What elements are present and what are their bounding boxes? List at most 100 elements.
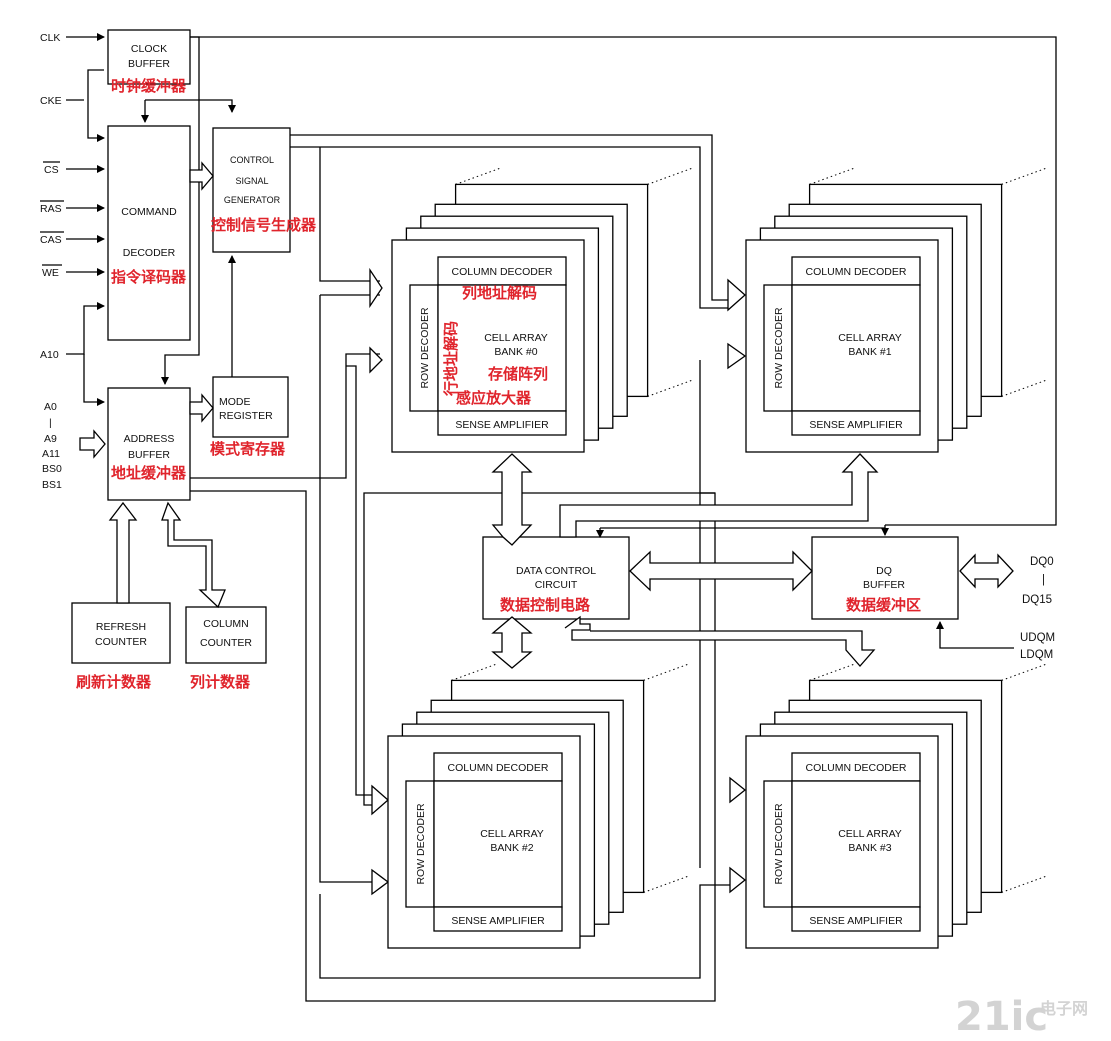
bank-3-cell-array-label: CELL ARRAY bbox=[838, 828, 902, 840]
bank2-dcc-arrow bbox=[491, 616, 533, 669]
refresh-to-addr-arrow bbox=[108, 501, 138, 604]
refresh-counter-label-2: COUNTER bbox=[95, 636, 147, 648]
cas-label: CAS bbox=[40, 234, 62, 246]
dcc-cn: 数据控制电路 bbox=[500, 596, 591, 614]
bank-2-column-decoder-label: COLUMN DECODER bbox=[448, 762, 549, 774]
bank-3-sense-amplifier-label: SENSE AMPLIFIER bbox=[809, 915, 903, 927]
bus-arrow-bank1-a bbox=[727, 278, 746, 312]
bus-arrow-bank0-a bbox=[369, 267, 383, 309]
udqm-label: UDQM bbox=[1020, 632, 1055, 644]
bank-2-cell-array-label: CELL ARRAY bbox=[480, 828, 544, 840]
we-label: WE bbox=[42, 267, 59, 279]
dq-buffer-label-2: BUFFER bbox=[863, 579, 905, 591]
input-pins: CLK CKE CS RAS CAS WE A10 A0 | A9 A11 BS… bbox=[40, 32, 106, 491]
watermark-text: 21ic bbox=[955, 994, 1048, 1040]
cke-label: CKE bbox=[40, 95, 62, 107]
dq-buffer-label-1: DQ bbox=[876, 565, 892, 577]
control-wiring bbox=[108, 36, 1057, 609]
bank-3-edge-2 bbox=[1001, 663, 1046, 681]
bank0-dcc-arrow bbox=[491, 453, 533, 546]
bank0-sense-amplifier-cn: 感应放大器 bbox=[456, 389, 532, 407]
dq-buffer: DQ BUFFER 数据缓冲区 DQ0 | DQ15 UDQM LDQM bbox=[811, 536, 1055, 661]
dcc-label-1: DATA CONTROL bbox=[516, 565, 596, 577]
command-decoder-cn: 指令译码器 bbox=[111, 268, 187, 286]
bank-0-row-decoder-label: ROW DECODER bbox=[419, 307, 431, 389]
clock-buffer-label-1: CLOCK bbox=[131, 43, 167, 55]
decoder-to-csg-arrow bbox=[189, 161, 214, 191]
bank-0-column-decoder-label: COLUMN DECODER bbox=[452, 266, 553, 278]
csg-label-2: SIGNAL bbox=[235, 176, 268, 186]
bus-arrow-bank3-a bbox=[729, 776, 747, 804]
bank0-cell-array-cn: 存储阵列 bbox=[488, 365, 548, 383]
watermark-logo: 21ic 电子网 bbox=[955, 994, 1088, 1040]
dq-io-arrow bbox=[959, 553, 1014, 589]
bank-2-row-decoder bbox=[405, 780, 435, 908]
address-bus bbox=[190, 134, 747, 1002]
ras-label: RAS bbox=[40, 203, 62, 215]
dq-buffer-cn: 数据缓冲区 bbox=[846, 596, 921, 614]
bank-1-row-decoder-label: ROW DECODER bbox=[773, 307, 785, 389]
command-decoder: COMMAND DECODER 指令译码器 bbox=[107, 125, 191, 341]
control-signal-generator: CONTROL SIGNAL GENERATOR 控制信号生成器 bbox=[211, 127, 317, 253]
bank-1-edge-1 bbox=[809, 167, 854, 185]
refresh-counter-cn: 刷新计数器 bbox=[76, 673, 152, 691]
address-buffer-cn: 地址缓冲器 bbox=[111, 464, 187, 482]
bus-arrow-bank2-b bbox=[371, 784, 389, 816]
a0-label: A0 bbox=[44, 401, 57, 413]
bank-3-sense-amplifier bbox=[791, 906, 921, 932]
bank0-row-decoder-cn: 行地址解码 bbox=[442, 321, 460, 397]
bank-2-row-decoder-label: ROW DECODER bbox=[415, 803, 427, 885]
address-input-arrow bbox=[79, 429, 106, 459]
clock-buffer: CLOCK BUFFER 时钟缓冲器 bbox=[107, 29, 191, 95]
banks-layer: COLUMN DECODER SENSE AMPLIFIER CELL ARRAY B… bbox=[387, 167, 1046, 949]
bank-0-cell-array-label: CELL ARRAY bbox=[484, 332, 548, 344]
bus-arrow-bank1-b bbox=[727, 342, 747, 370]
dq0-label: DQ0 bbox=[1030, 556, 1054, 568]
bank-3-edge-1 bbox=[809, 663, 854, 681]
bank-2-column-decoder bbox=[433, 752, 563, 782]
address-buffer: ADDRESS BUFFER 地址缓冲器 bbox=[107, 387, 191, 501]
cs-label: CS bbox=[44, 164, 59, 176]
bank3-dcc-arrow bbox=[564, 615, 876, 667]
csg-label-3: GENERATOR bbox=[224, 195, 281, 205]
column-counter-arrow bbox=[161, 501, 226, 609]
bank-1-cell-array bbox=[791, 284, 921, 412]
address-buffer-label-2: BUFFER bbox=[128, 449, 170, 461]
bank-2-sense-amplifier bbox=[433, 906, 563, 932]
mode-register-cn: 模式寄存器 bbox=[210, 440, 286, 458]
bs1-label: BS1 bbox=[42, 479, 62, 491]
bank-2-edge-1 bbox=[451, 663, 496, 681]
dq15-label: DQ15 bbox=[1022, 594, 1052, 606]
bank-3-bank-label: BANK #3 bbox=[848, 842, 891, 854]
bs0-label: BS0 bbox=[42, 463, 62, 475]
bank-1-edge-2 bbox=[1001, 167, 1046, 185]
a11-label: A11 bbox=[42, 448, 60, 460]
bank-1-row-decoder bbox=[763, 284, 793, 412]
bank-2-edge-3 bbox=[643, 875, 688, 893]
bank-3-column-decoder bbox=[791, 752, 921, 782]
ldqm-label: LDQM bbox=[1020, 649, 1053, 661]
bank-0-row-decoder bbox=[409, 284, 439, 412]
dcc-dq-arrow bbox=[629, 550, 813, 592]
column-counter-label-1: COLUMN bbox=[203, 618, 249, 630]
column-counter-label-2: COUNTER bbox=[200, 637, 252, 649]
bank-1-bank-label: BANK #1 bbox=[848, 346, 891, 358]
bank-2-sense-amplifier-label: SENSE AMPLIFIER bbox=[451, 915, 545, 927]
bank-1-column-decoder-label: COLUMN DECODER bbox=[806, 266, 907, 278]
column-counter: COLUMN COUNTER 列计数器 bbox=[185, 606, 267, 691]
address-buffer-label-1: ADDRESS bbox=[124, 433, 175, 445]
bank-2-edge-2 bbox=[643, 663, 688, 681]
command-decoder-label-2: DECODER bbox=[123, 247, 176, 259]
csg-label-1: CONTROL bbox=[230, 155, 274, 165]
bus-arrow-bank2-a bbox=[371, 868, 390, 896]
clk-label: CLK bbox=[40, 32, 60, 44]
bank-1-sense-amplifier bbox=[791, 410, 921, 436]
bank-1-sense-amplifier-label: SENSE AMPLIFIER bbox=[809, 419, 903, 431]
bus-arrow-bank3-b bbox=[729, 866, 747, 894]
a-range-bar: | bbox=[49, 417, 52, 429]
